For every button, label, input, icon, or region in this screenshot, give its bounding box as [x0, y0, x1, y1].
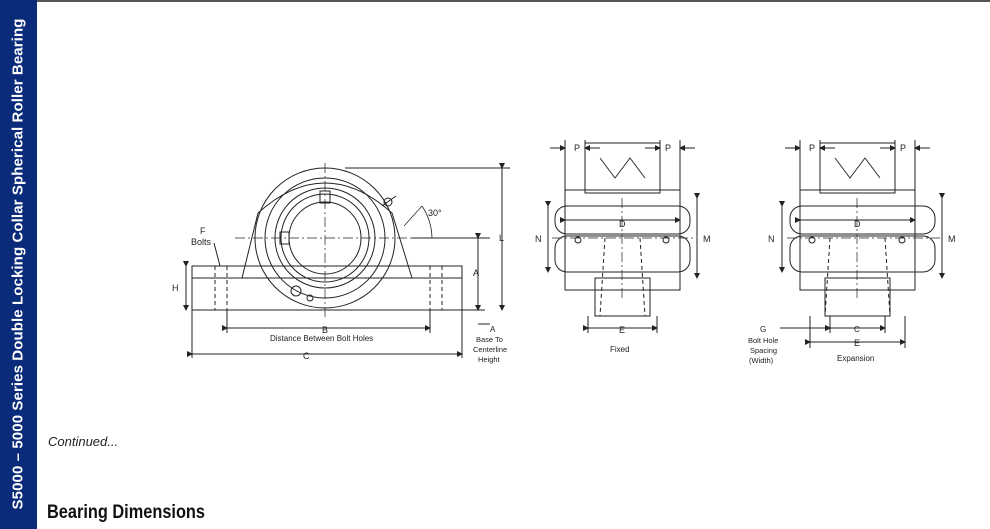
fixed-d-label: D: [619, 219, 626, 229]
exp-g-caption-2: Spacing: [750, 346, 777, 355]
exp-caption: Expansion: [837, 354, 874, 363]
top-rule: [0, 0, 990, 2]
f-caption: Bolts: [191, 237, 212, 247]
exp-n-label: N: [768, 234, 775, 244]
c-label: C: [303, 351, 310, 361]
fixed-n-label: N: [535, 234, 542, 244]
exp-p-right: P: [900, 143, 906, 153]
continued-note: Continued...: [48, 434, 119, 449]
exp-c-label: C: [854, 325, 860, 334]
exp-g-caption-3: (Width): [749, 356, 774, 365]
angle-label: 30°: [428, 208, 442, 218]
a-base-caption-2: Centerline: [473, 345, 507, 354]
a-base-label: A: [490, 325, 496, 334]
h-label: H: [172, 283, 179, 293]
f-letter: F: [200, 226, 206, 236]
a-base-caption-1: Base To: [476, 335, 503, 344]
exp-d-label: D: [854, 219, 861, 229]
a-base-caption-3: Height: [478, 355, 501, 364]
b-label: B: [322, 325, 328, 335]
exp-m-label: M: [948, 234, 956, 244]
a-label: A: [473, 268, 479, 278]
exp-p-left: P: [809, 143, 815, 153]
exp-g-caption-1: Bolt Hole: [748, 336, 778, 345]
expansion-view: [779, 140, 945, 348]
sidebar-title: S5000 – 5000 Series Double Locking Colla…: [9, 18, 27, 510]
fixed-view: [545, 140, 700, 333]
l-label: L: [499, 233, 504, 243]
exp-e-label: E: [854, 338, 860, 348]
exp-g-label: G: [760, 325, 766, 334]
fixed-e-label: E: [619, 325, 625, 335]
sidebar-band: S5000 – 5000 Series Double Locking Colla…: [0, 0, 37, 529]
fixed-p-left: P: [574, 143, 580, 153]
fixed-caption: Fixed: [610, 345, 630, 354]
fixed-m-label: M: [703, 234, 711, 244]
section-heading: Bearing Dimensions: [47, 502, 205, 523]
front-view: [183, 163, 510, 358]
bearing-dimension-drawing: 30° F Bolts H A L B Distance Between Bol…: [172, 140, 956, 365]
fixed-p-right: P: [665, 143, 671, 153]
b-caption: Distance Between Bolt Holes: [270, 334, 373, 343]
